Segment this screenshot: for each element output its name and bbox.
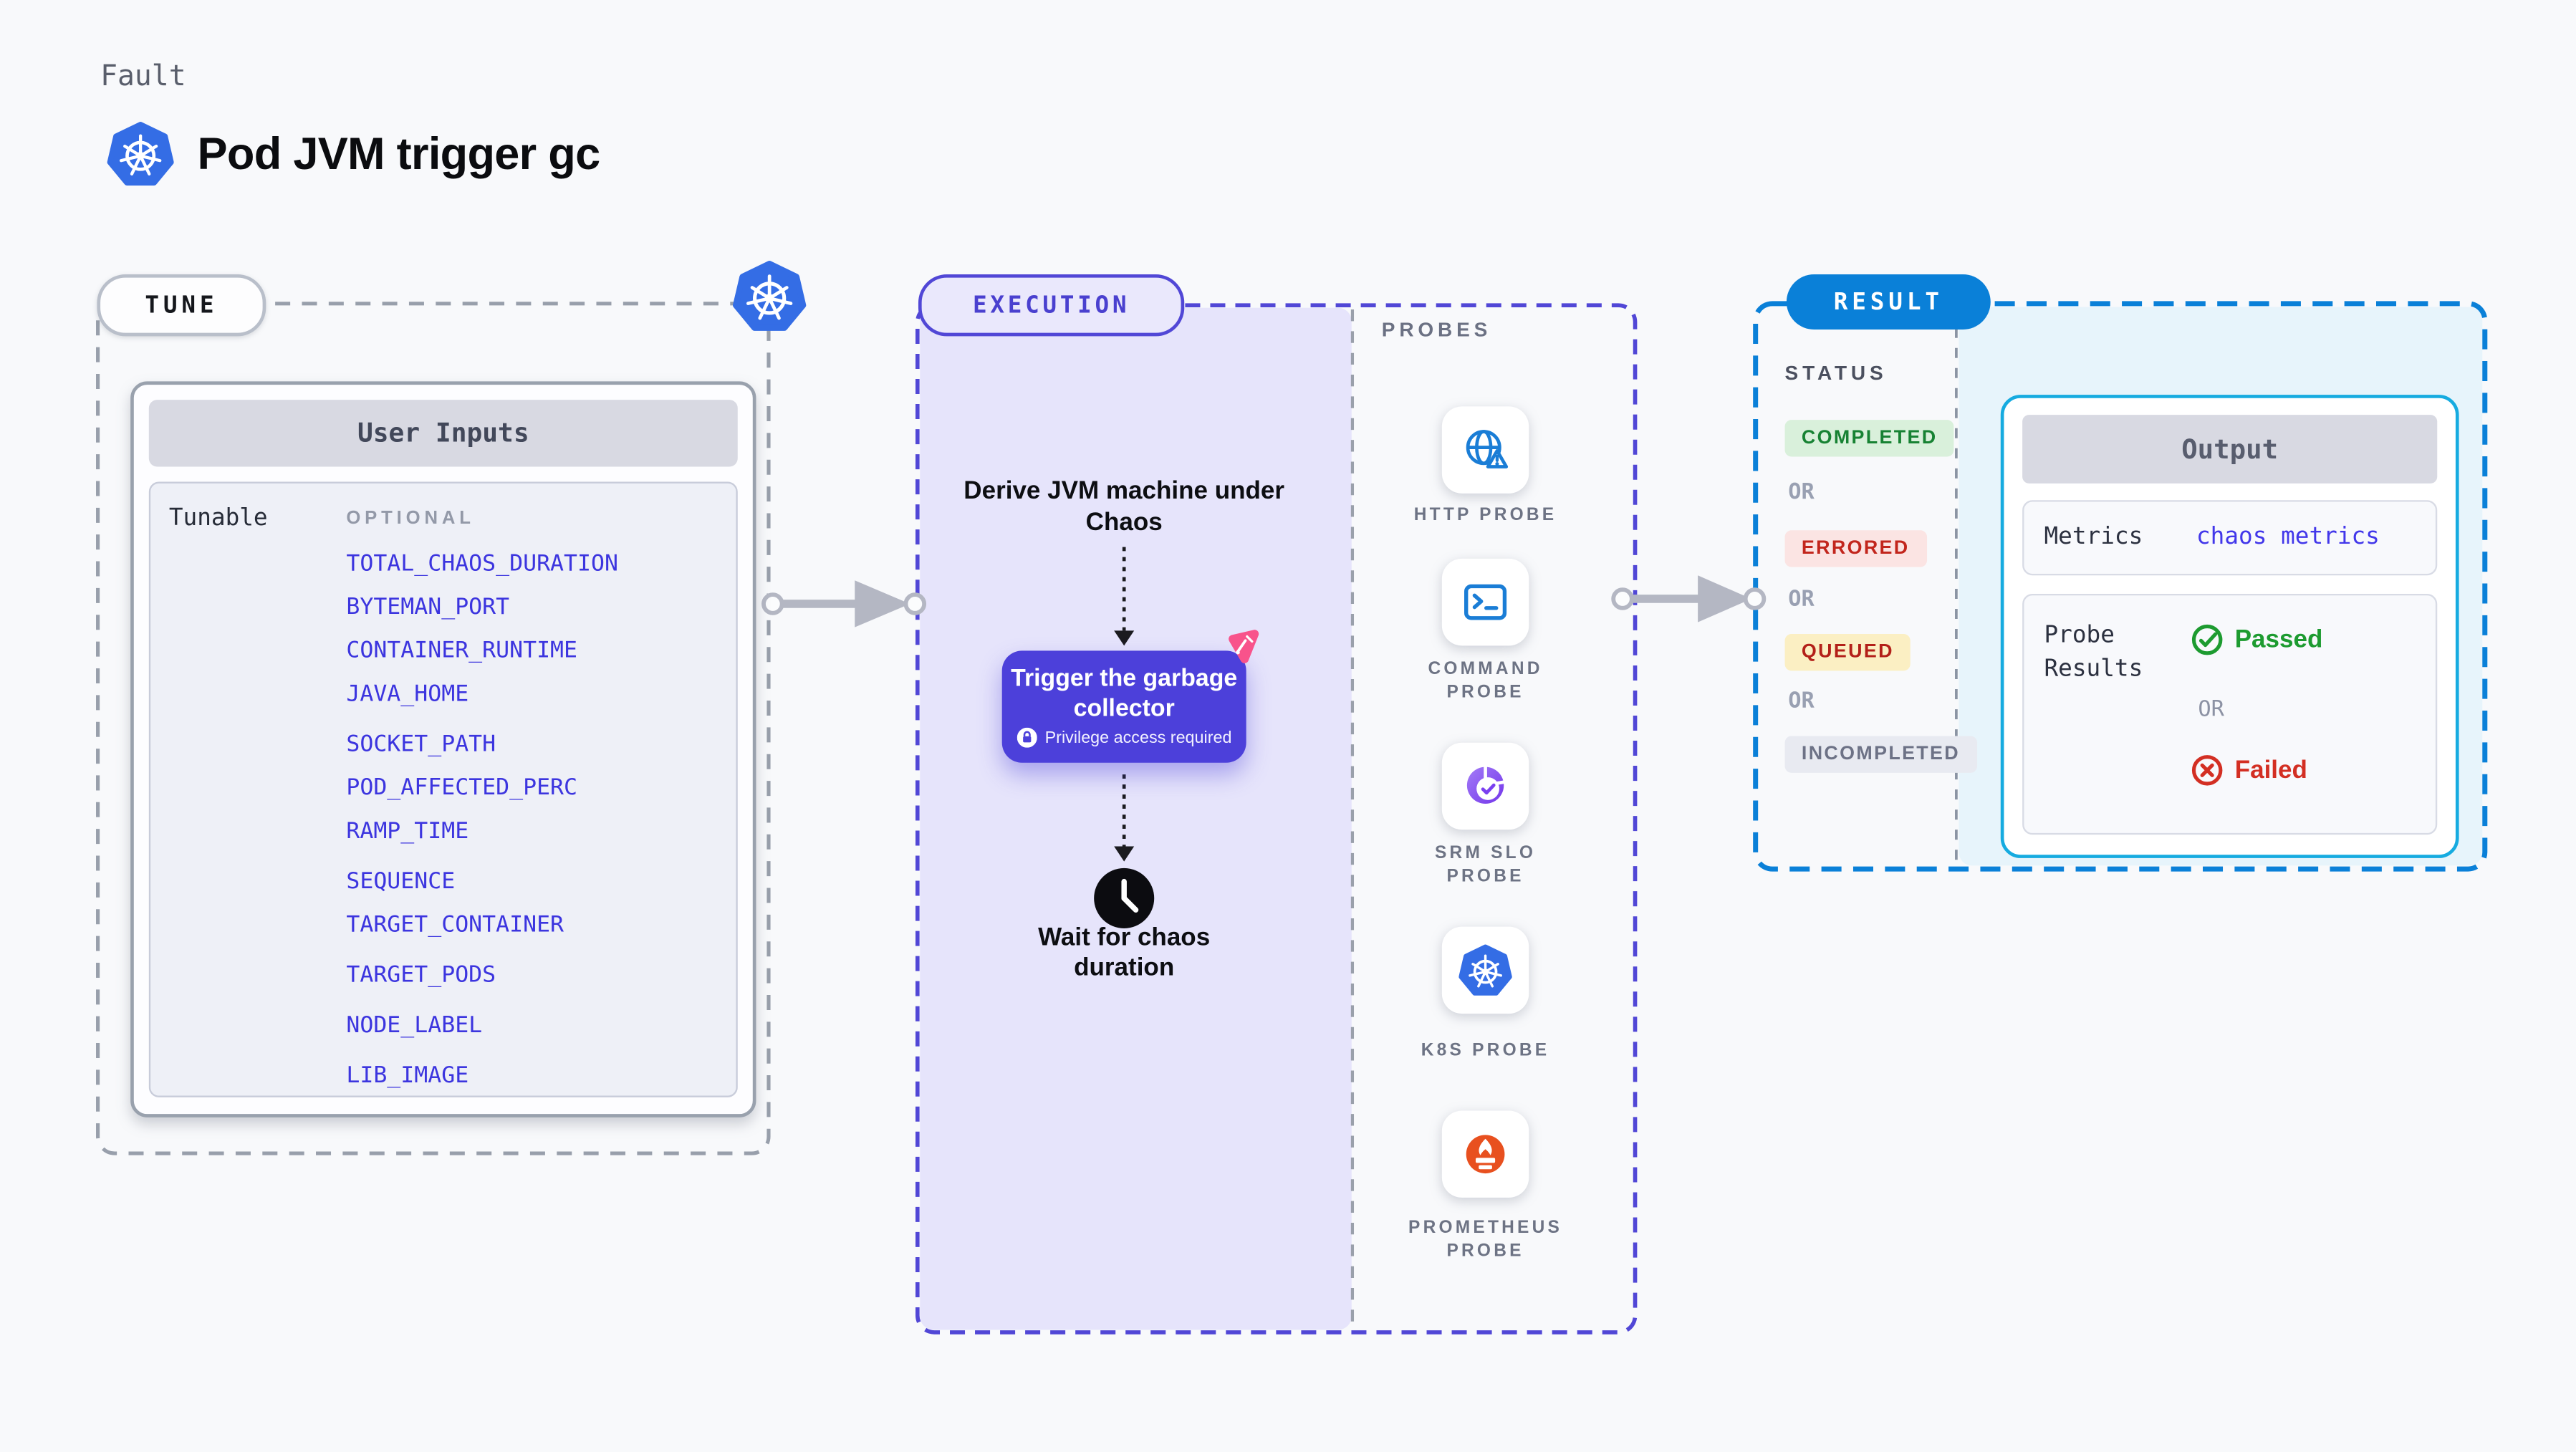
param-link[interactable]: TOTAL_CHAOS_DURATION	[346, 550, 618, 577]
passed-label: Passed	[2234, 625, 2323, 655]
page-title: Pod JVM trigger gc	[197, 128, 601, 178]
status-badge-queued: QUEUED	[1784, 634, 1911, 671]
tunable-row-label: Tunable	[168, 505, 268, 532]
prometheus-probe-card	[1441, 1110, 1529, 1198]
arrow-probes-to-result	[1611, 575, 1767, 622]
or-separator: OR	[2198, 697, 2224, 723]
param-link[interactable]: JAVA_HOME	[346, 681, 469, 708]
globe-alert-icon	[1466, 430, 1509, 468]
wait-step-label: Wait for chaos duration	[1038, 923, 1211, 981]
fault-eyebrow-label: Fault	[100, 60, 186, 94]
flow-arrow-derive-to-node	[1114, 547, 1135, 646]
kubernetes-icon	[733, 259, 807, 333]
or-separator: OR	[1788, 689, 1815, 715]
status-badge-completed: COMPLETED	[1784, 420, 1954, 457]
command-probe-card	[1441, 558, 1529, 646]
optional-column-label: OPTIONAL	[346, 508, 475, 529]
trigger-gc-node-title: Trigger the garbage collector	[1011, 665, 1238, 723]
param-link[interactable]: TARGET_CONTAINER	[346, 911, 564, 938]
lock-icon	[1016, 727, 1037, 748]
status-badge-incompleted: INCOMPLETED	[1784, 736, 1977, 773]
probes-column-label: PROBES	[1381, 317, 1492, 342]
terminal-icon	[1464, 584, 1507, 620]
http-probe-card	[1441, 406, 1529, 494]
srm-slo-probe-card	[1441, 742, 1529, 830]
command-probe-label: COMMAND PROBE	[1428, 659, 1543, 703]
param-link[interactable]: SOCKET_PATH	[346, 731, 496, 758]
user-inputs-body: Tunable OPTIONAL TOTAL_CHAOS_DURATION BY…	[148, 481, 738, 1097]
execution-section-pill: EXECUTION	[918, 274, 1185, 337]
trigger-gc-node: Trigger the garbage collector Privilege …	[1001, 650, 1246, 763]
x-circle-icon	[2191, 755, 2223, 786]
metrics-label: Metrics	[2044, 523, 2143, 551]
prometheus-probe-label: PROMETHEUS PROBE	[1408, 1217, 1563, 1261]
param-link[interactable]: BYTEMAN_PORT	[346, 593, 510, 621]
param-link[interactable]: NODE_LABEL	[346, 1011, 483, 1039]
kubernetes-icon	[107, 120, 173, 187]
output-card-header: Output	[2022, 415, 2438, 484]
failed-label: Failed	[2234, 756, 2307, 785]
failed-verdict-row: Failed	[2191, 754, 2307, 786]
status-badge-errored: ERRORED	[1784, 530, 1926, 567]
chaos-experiment-icon	[1229, 630, 1259, 663]
param-link[interactable]: CONTAINER_RUNTIME	[346, 637, 578, 665]
probe-results-label: Probe Results	[2044, 622, 2143, 683]
privilege-note-row: Privilege access required	[1002, 727, 1246, 748]
param-link[interactable]: TARGET_PODS	[346, 961, 496, 989]
tune-section-pill: TUNE	[97, 274, 266, 337]
k8s-probe-label: K8S PROBE	[1421, 1040, 1550, 1061]
metrics-row: Metrics chaos metrics	[2022, 500, 2438, 576]
slo-pie-check-icon	[1466, 766, 1505, 804]
http-probe-label: HTTP PROBE	[1413, 505, 1557, 526]
param-link[interactable]: SEQUENCE	[346, 867, 456, 895]
user-inputs-card: User Inputs Tunable OPTIONAL TOTAL_CHAOS…	[130, 381, 756, 1117]
status-column-label: STATUS	[1784, 361, 1888, 385]
user-inputs-header: User Inputs	[148, 400, 738, 467]
param-link[interactable]: RAMP_TIME	[346, 817, 469, 845]
param-link[interactable]: LIB_IMAGE	[346, 1062, 469, 1090]
k8s-probe-card	[1441, 926, 1529, 1014]
derive-jvm-step-label: Derive JVM machine under Chaos	[963, 476, 1285, 537]
output-card: Output Metrics chaos metrics Probe Resul…	[2000, 395, 2459, 858]
or-separator: OR	[1788, 587, 1815, 612]
metrics-value-link[interactable]: chaos metrics	[2196, 523, 2380, 551]
passed-verdict-row: Passed	[2191, 624, 2322, 655]
srm-slo-probe-label: SRM SLO PROBE	[1435, 842, 1537, 887]
result-section-pill: RESULT	[1786, 274, 1991, 330]
clock-icon	[1094, 867, 1155, 928]
page-title-row: Pod JVM trigger gc	[107, 120, 600, 187]
param-link[interactable]: POD_AFFECTED_PERC	[346, 774, 578, 802]
flow-arrow-node-to-wait	[1114, 774, 1135, 862]
tunable-parameter-list: TOTAL_CHAOS_DURATION BYTEMAN_PORT CONTAI…	[346, 542, 618, 1097]
privilege-note-label: Privilege access required	[1044, 728, 1232, 747]
or-separator: OR	[1788, 480, 1815, 506]
kubernetes-icon	[1458, 943, 1512, 997]
check-circle-icon	[2191, 624, 2223, 655]
prometheus-icon	[1466, 1135, 1505, 1174]
arrow-tune-to-execution	[761, 580, 927, 628]
probe-results-row: Probe Results Passed OR Failed	[2022, 593, 2438, 835]
